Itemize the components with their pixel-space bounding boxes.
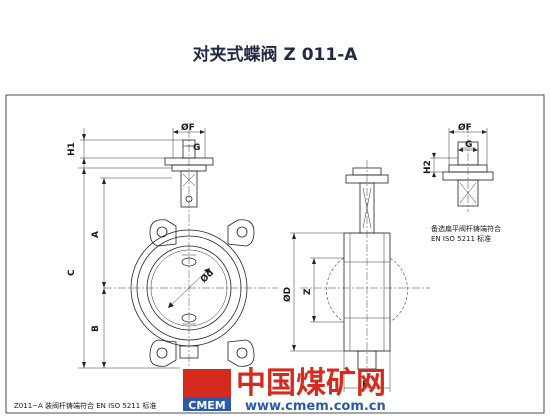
drawing-frame	[5, 94, 545, 414]
label-d: Ød	[198, 267, 216, 285]
label-A: A	[91, 231, 101, 238]
dimension-E: E	[343, 351, 391, 392]
page-title: 对夹式蝶阀 Z 011-A	[192, 45, 358, 65]
dimension-F-main: ØF	[172, 122, 206, 158]
label-H1: H1	[67, 142, 77, 156]
dimension-D: ØD	[282, 232, 344, 352]
label-G-detail: G	[465, 140, 472, 150]
front-view	[104, 130, 278, 368]
detail-note-line1: 备选扁平阀杆铸端符合	[431, 224, 501, 233]
label-H2: H2	[423, 160, 433, 174]
dimension-Z: Z	[303, 257, 344, 323]
dimension-A: A	[91, 177, 172, 288]
watermark-brand: CMEM	[188, 399, 225, 412]
dimension-F-detail: ØF	[448, 122, 488, 165]
watermark-logo: CMEM 中国煤矿网 www.cmem.com.cn	[183, 366, 386, 414]
label-dF-detail: ØF	[458, 122, 472, 133]
label-dF-main: ØF	[181, 122, 195, 133]
watermark-cn: 中国煤矿网	[236, 366, 386, 401]
dimension-B: B	[91, 288, 180, 369]
dimension-G-detail: G	[458, 140, 478, 152]
watermark-url: www.cmem.com.cn	[245, 399, 386, 414]
label-E: E	[362, 380, 368, 390]
dimension-H1: H1	[67, 128, 183, 168]
label-Z: Z	[303, 288, 313, 295]
label-dD: ØD	[282, 287, 293, 302]
dimension-G-main: G	[183, 143, 200, 153]
detail-note-line2: EN ISO 5211 标准	[431, 234, 491, 243]
label-C: C	[67, 269, 77, 276]
label-B: B	[91, 325, 101, 332]
dimension-C: C	[67, 167, 172, 369]
label-G-main: G	[193, 143, 200, 153]
side-view	[300, 160, 430, 380]
dimension-H2: H2	[423, 152, 458, 178]
bottom-note: Z011−A 装阀杆铸端符合 EN ISO 5211 标准	[14, 401, 156, 410]
detail-view	[442, 125, 494, 212]
